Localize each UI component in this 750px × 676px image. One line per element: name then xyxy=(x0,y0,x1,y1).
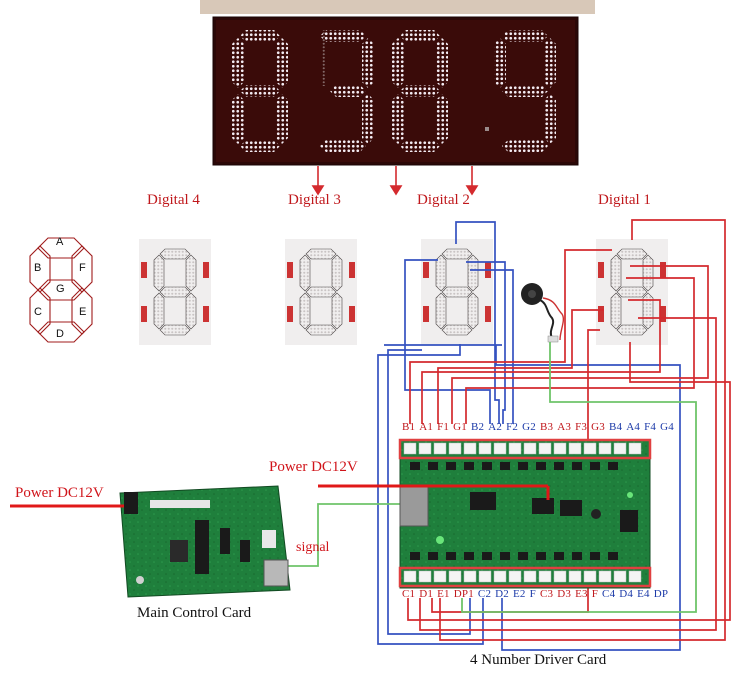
pin-b3: B3 xyxy=(540,421,554,433)
label-digital-4: Digital 4 xyxy=(147,192,200,208)
pin-a3: A3 xyxy=(557,421,572,433)
label-power-main: Power DC12V xyxy=(15,485,104,501)
pin-dp: DP xyxy=(653,588,669,600)
segment-key-diagram xyxy=(29,237,93,343)
pin-f-3: F xyxy=(591,588,599,600)
caption-main-control-card: Main Control Card xyxy=(137,605,252,621)
decimal-point xyxy=(485,127,489,131)
seg-label-f: F xyxy=(79,262,86,274)
wall-strip xyxy=(200,0,595,14)
pin-f-2: F xyxy=(529,588,536,600)
led-digit-9 xyxy=(494,30,556,152)
module-digit-3 xyxy=(285,239,357,345)
pin-c3: C3 xyxy=(539,588,554,600)
seg-label-a: A xyxy=(56,236,64,248)
pin-c4: C4 xyxy=(602,588,616,600)
main-control-card-pcb xyxy=(119,485,291,598)
led-digit-3 xyxy=(320,30,374,152)
pin-a2: A2 xyxy=(488,421,503,433)
seg-label-e: E xyxy=(79,306,87,318)
seg-label-g: G xyxy=(56,283,65,295)
label-power-driver: Power DC12V xyxy=(269,459,358,475)
pin-g4: G4 xyxy=(660,421,674,433)
label-signal: signal xyxy=(296,540,330,555)
pin-g3: G3 xyxy=(591,421,605,433)
pin-f4: F4 xyxy=(644,421,657,433)
label-digital-2: Digital 2 xyxy=(417,192,470,208)
pin-d4: D4 xyxy=(619,588,634,600)
pin-d1: D1 xyxy=(419,588,434,600)
pin-c1: C1 xyxy=(402,588,416,600)
pin-a4: A4 xyxy=(626,421,641,433)
seg-label-c: C xyxy=(34,306,42,318)
pin-f2: F2 xyxy=(506,421,519,433)
green-wires xyxy=(288,342,697,613)
pin-d2: D2 xyxy=(495,588,510,600)
pin-e4: E4 xyxy=(637,588,650,600)
pin-a1: A1 xyxy=(419,421,434,433)
label-digital-1: Digital 1 xyxy=(598,192,651,208)
label-digital-3: Digital 3 xyxy=(288,192,341,208)
driver-card-pcb xyxy=(398,438,652,589)
pin-b2: B2 xyxy=(471,421,485,433)
pin-f1: F1 xyxy=(437,421,450,433)
buzzer xyxy=(521,283,565,343)
pin-g2: G2 xyxy=(522,421,536,433)
pin-e3: E3 xyxy=(575,588,588,600)
pin-e1: E1 xyxy=(437,588,450,600)
pin-g1: G1 xyxy=(453,421,467,433)
module-digit-2 xyxy=(421,239,493,345)
pin-f3: F3 xyxy=(575,421,588,433)
pin-d3: D3 xyxy=(557,588,572,600)
pin-b1: B1 xyxy=(402,421,416,433)
pin-dp1: DP1 xyxy=(453,588,474,600)
pin-b4: B4 xyxy=(609,421,623,433)
pin-e2: E2 xyxy=(513,588,526,600)
seg-label-b: B xyxy=(34,262,42,274)
module-digit-1 xyxy=(596,239,668,345)
pin-c2: C2 xyxy=(477,588,492,600)
red-wires xyxy=(407,219,731,641)
driver-power-line xyxy=(318,484,550,500)
caption-driver-card: 4 Number Driver Card xyxy=(470,652,607,668)
module-digit-4 xyxy=(139,239,211,345)
pointer-arrows xyxy=(311,166,479,196)
seg-label-d: D xyxy=(56,328,64,340)
led-display-panel xyxy=(212,16,579,166)
